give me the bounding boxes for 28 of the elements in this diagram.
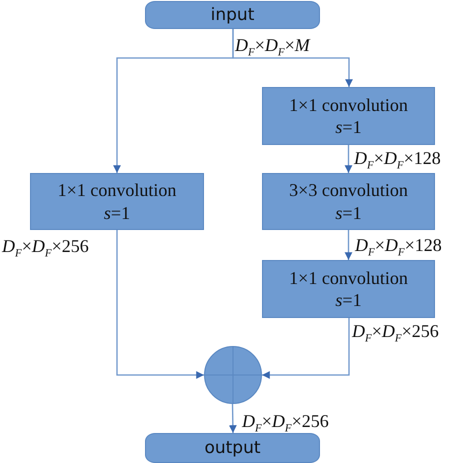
process-box xyxy=(262,260,435,318)
node-text: output xyxy=(204,438,261,458)
stride-text: s=1 xyxy=(104,202,130,224)
terminal-box xyxy=(145,433,320,463)
node-text: 3×3 convolution xyxy=(289,179,408,202)
terminal-box xyxy=(145,1,320,29)
stride-text: s=1 xyxy=(335,202,362,224)
arrow xyxy=(344,145,352,173)
edge-label: D$_{F}$×D$_{F}$×128 xyxy=(354,149,441,172)
node-text: 1×1 convolution xyxy=(58,179,176,202)
edge-label: D$_{F}$×D$_{F}$×M xyxy=(235,36,310,59)
arrow xyxy=(262,318,350,379)
stride-text: s=1 xyxy=(335,289,362,312)
arrow xyxy=(344,230,352,260)
arrow xyxy=(116,230,204,379)
process-box xyxy=(262,173,435,230)
process-box xyxy=(30,173,204,230)
edge-label: D$_{F}$×D$_{F}$×256 xyxy=(2,237,89,260)
edge-label: D$_{F}$×D$_{F}$×256 xyxy=(352,322,439,345)
node-text: 1×1 convolution xyxy=(289,266,408,289)
edge-label: D$_{F}$×D$_{F}$×256 xyxy=(242,412,329,435)
process-box xyxy=(262,87,435,145)
node-text: input xyxy=(210,5,254,25)
stride-text: s=1 xyxy=(335,116,362,138)
arrow xyxy=(228,404,237,434)
edge-label: D$_{F}$×D$_{F}$×128 xyxy=(355,236,442,259)
node-text: 1×1 convolution xyxy=(289,94,408,116)
arrow xyxy=(232,29,353,87)
